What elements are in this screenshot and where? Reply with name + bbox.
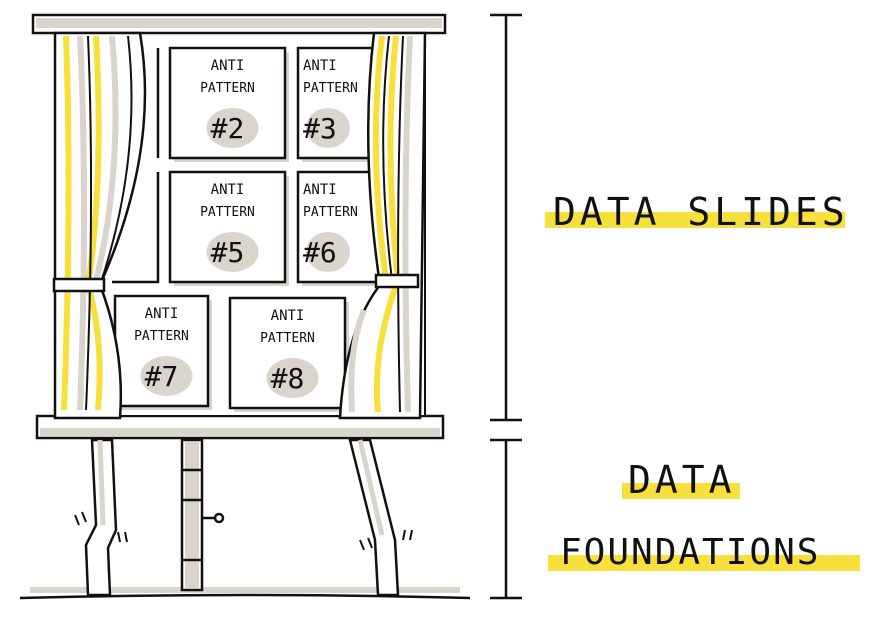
panel-number: #3 (303, 112, 337, 145)
panel-line1: ANTI (211, 58, 245, 74)
panel-number: #8 (271, 362, 305, 395)
right-curtain (338, 31, 427, 420)
number-blob (306, 108, 350, 148)
panel-line2: PATTERN (303, 205, 358, 220)
panel-number: #2 (211, 112, 245, 145)
panel-line1: ANTI (271, 308, 305, 324)
anti-pattern-panels: ANTIPATTERN#2ANTIPATTERN#3ANTIPATTERN#5A… (113, 46, 417, 412)
right-tieback (374, 273, 420, 289)
panel-line2: PATTERN (303, 81, 358, 96)
panel-number: #5 (211, 236, 245, 269)
height-bracket (490, 13, 522, 600)
hidden-panels (112, 48, 160, 284)
panel-number: #6 (303, 236, 337, 269)
panel-number: #7 (145, 360, 179, 393)
highlight-data (622, 483, 740, 499)
number-blob (306, 232, 350, 272)
panel-line2: PATTERN (134, 329, 189, 344)
panel-line1: ANTI (303, 182, 337, 198)
left-tieback (52, 277, 106, 293)
rail-shade (36, 18, 442, 28)
number-blob (266, 358, 319, 398)
panel-line2: PATTERN (200, 205, 255, 220)
label-foundations: FOUNDATIONS (560, 532, 821, 573)
panel-line2: PATTERN (260, 331, 315, 346)
panel-line1: ANTI (211, 182, 245, 198)
panel-5: ANTI PATTERN #5 (168, 170, 289, 286)
panel-8: ANTI PATTERN #8 (228, 296, 349, 412)
sill-shade (40, 428, 440, 436)
number-blob (206, 108, 259, 148)
panel-line2: PATTERN (200, 81, 255, 96)
legs (74, 438, 413, 597)
label-data: DATA (628, 458, 736, 502)
left-curtain (52, 31, 147, 420)
highlight-foundations (548, 555, 860, 571)
label-data-slides: DATA SLIDES (553, 190, 849, 234)
number-blob (140, 356, 193, 396)
panel-line1: ANTI (145, 306, 179, 322)
panel-line1: ANTI (303, 58, 337, 74)
number-blob (206, 232, 259, 272)
ground-line (19, 593, 471, 600)
highlight-data-slides (545, 212, 845, 228)
panel-7: ANTI PATTERN #7 (113, 294, 212, 410)
panel-2: ANTI PATTERN #2 (168, 46, 289, 162)
